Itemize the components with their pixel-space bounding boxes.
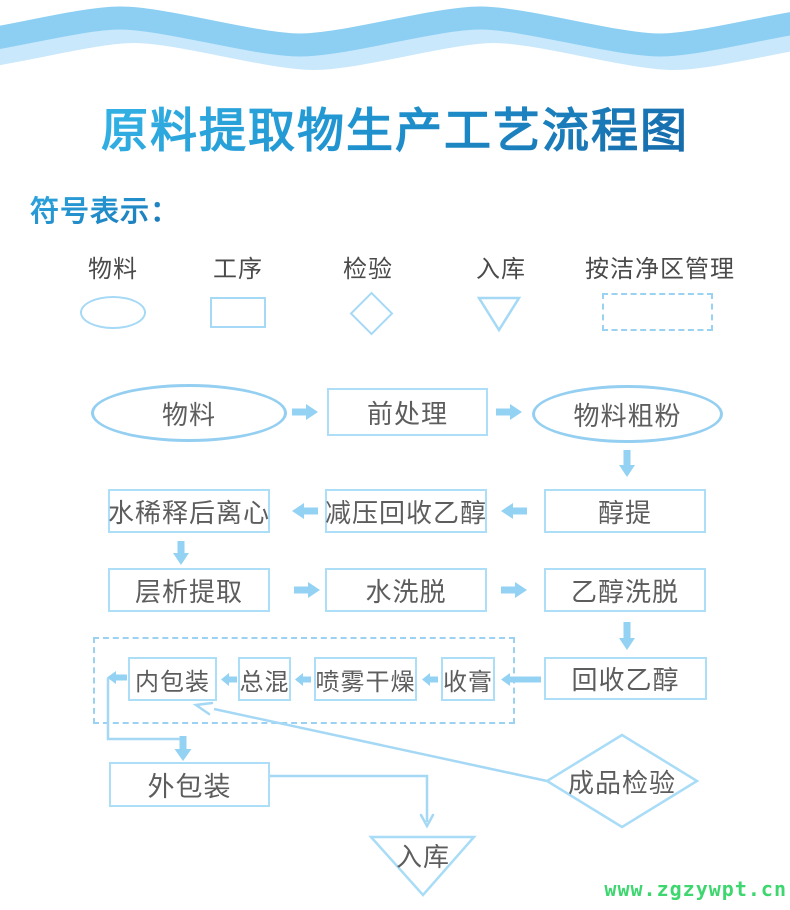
arrow-into-outer-packaging xyxy=(174,736,192,761)
arrow-paste-collection-to-spray-drying xyxy=(422,673,438,686)
arrow-pretreatment-to-coarse-powder xyxy=(496,404,522,420)
arrow-spray-drying-to-total-mixing xyxy=(295,673,311,686)
connector-inspection-to-inner-packaging xyxy=(213,707,548,783)
arrowhead-warehousing xyxy=(419,813,435,829)
node-dilute-centrifuge: 水稀释后离心 xyxy=(108,489,270,533)
thick-arrows xyxy=(107,404,635,761)
node-chromatography: 层析提取 xyxy=(108,568,270,612)
product-inspection-diamond-shape xyxy=(544,733,700,829)
arrow-ethanol-recovery-to-paste-collection xyxy=(501,673,541,686)
node-alcohol-extraction: 醇提 xyxy=(544,489,706,533)
wave-front-stripe xyxy=(0,6,790,57)
arrow-coarse-powder-to-alcohol-extraction xyxy=(619,450,635,477)
connector-inner-to-outer-packaging-elbow xyxy=(106,678,180,741)
arrow-chromatography-to-water-elution xyxy=(294,582,320,598)
legend-rectangle-icon xyxy=(210,297,266,328)
node-pretreatment: 前处理 xyxy=(327,388,488,436)
legend-label-clean-area: 按洁净区管理 xyxy=(585,256,735,283)
arrow-total-mixing-to-inner-packaging xyxy=(221,673,237,686)
node-total-mixing: 总混 xyxy=(238,657,291,701)
warehousing-triangle-shape xyxy=(368,835,477,897)
node-water-elution: 水洗脱 xyxy=(325,568,487,612)
node-product-inspection-label: 成品检验 xyxy=(567,767,676,798)
wave-back-stripe xyxy=(0,18,790,71)
legend-dashed-box-icon xyxy=(602,293,713,331)
node-coarse-powder: 物料粗粉 xyxy=(532,385,723,443)
arrow-alcohol-extraction-to-vacuum-recovery xyxy=(501,503,527,519)
node-ethanol-elution: 乙醇洗脱 xyxy=(544,568,706,612)
node-material: 物料 xyxy=(91,384,287,442)
arrow-inner-packaging-exit-left xyxy=(107,671,127,684)
node-ethanol-recovery: 回收乙醇 xyxy=(544,657,707,700)
site-watermark: www.zgzywpt.cn xyxy=(604,877,787,901)
connector-outer-packaging-to-warehousing xyxy=(270,774,429,822)
node-paste-collection: 收膏 xyxy=(441,657,495,701)
arrowhead-inner-packaging xyxy=(192,701,214,716)
arrow-ethanol-elution-to-ethanol-recovery xyxy=(619,622,635,650)
node-vacuum-recovery: 减压回收乙醇 xyxy=(325,489,487,533)
node-inner-packaging: 内包装 xyxy=(128,657,217,701)
legend-label-inspection: 检验 xyxy=(343,256,393,283)
legend-ellipse-icon xyxy=(80,296,146,329)
arrow-material-to-pretreatment xyxy=(292,404,318,420)
arrow-water-elution-to-ethanol-elution xyxy=(501,582,527,598)
legend-label-storage: 入库 xyxy=(476,256,526,283)
legend-label-process: 工序 xyxy=(213,256,263,283)
wave-decoration xyxy=(0,6,790,71)
legend-triangle-icon xyxy=(476,296,522,333)
thin-connectors xyxy=(106,678,548,829)
node-spray-drying: 喷雾干燥 xyxy=(314,657,417,701)
node-outer-packaging: 外包装 xyxy=(109,762,270,807)
page-title: 原料提取物生产工艺流程图 xyxy=(0,92,790,161)
arrow-vacuum-recovery-to-dilute-centrifuge xyxy=(292,503,318,519)
arrow-dilute-centrifuge-to-chromatography xyxy=(173,541,189,565)
node-warehousing-label: 入库 xyxy=(395,841,450,872)
legend-label-material: 物料 xyxy=(88,256,138,283)
legend-heading: 符号表示： xyxy=(30,188,180,230)
